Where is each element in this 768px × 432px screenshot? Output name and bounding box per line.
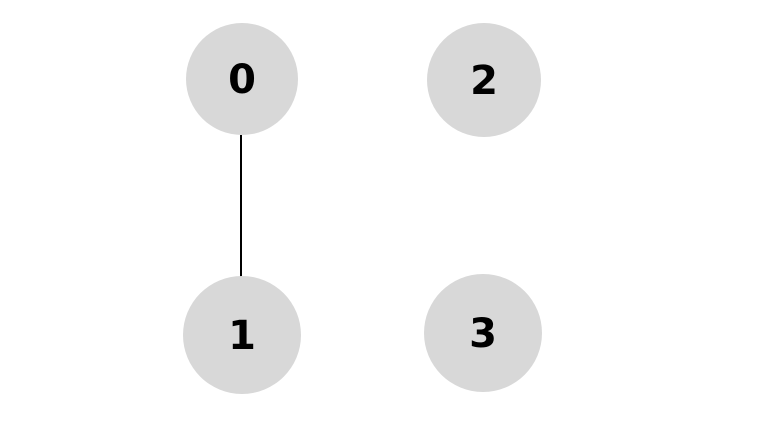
graph-node-0[interactable]: 0 xyxy=(186,23,298,135)
graph-node-circle-3[interactable] xyxy=(424,274,542,392)
graph-node-circle-2[interactable] xyxy=(427,23,541,137)
node-layer: 0 1 2 3 xyxy=(183,23,542,394)
graph-node-3[interactable]: 3 xyxy=(424,274,542,392)
graph-node-circle-0[interactable] xyxy=(186,23,298,135)
graph-node-label-3: 3 xyxy=(469,311,497,357)
graph-node-1[interactable]: 1 xyxy=(183,276,301,394)
graph-node-label-1: 1 xyxy=(228,313,256,359)
graph-node-label-0: 0 xyxy=(228,57,256,103)
graph-node-2[interactable]: 2 xyxy=(427,23,541,137)
graph-node-circle-1[interactable] xyxy=(183,276,301,394)
graph-node-label-2: 2 xyxy=(470,58,498,104)
